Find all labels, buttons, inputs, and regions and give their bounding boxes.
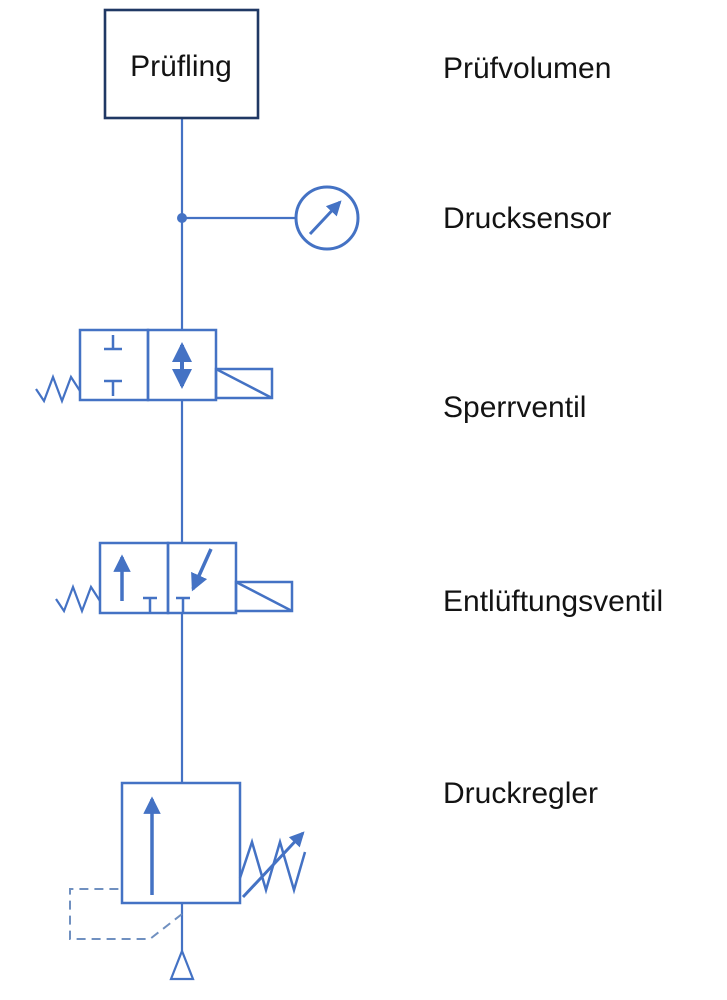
regulator-box <box>120 781 242 905</box>
blocked-port-icon <box>143 596 190 612</box>
solenoid-actuator-icon <box>214 367 274 400</box>
test-specimen-box <box>103 8 260 120</box>
spring-return-icon <box>55 583 101 615</box>
gauge-needle-icon <box>308 200 342 236</box>
pressure-regulator-symbol <box>69 781 307 981</box>
label-druckregler: Druckregler <box>443 777 598 810</box>
test-specimen-text: Prüfling <box>130 50 232 83</box>
label-sperrventil: Sperrventil <box>443 391 586 424</box>
vent-valve-symbol <box>55 541 294 615</box>
adjustment-arrow-icon <box>241 831 305 899</box>
vent-flow-arrow-icon <box>191 548 213 592</box>
solenoid-actuator-icon <box>234 580 294 613</box>
valve-position-box-vent <box>166 541 238 615</box>
shutoff-valve-symbol <box>35 328 274 405</box>
label-entlueftungsventil: Entlüftungsventil <box>443 585 663 618</box>
valve-position-box-pass <box>98 541 170 615</box>
pressure-sensor-symbol <box>177 185 360 251</box>
exhaust-triangle-icon <box>169 947 195 981</box>
spring-return-icon <box>35 373 81 405</box>
label-pruefvolumen: Prüfvolumen <box>443 52 611 85</box>
pipe-junction-dot <box>177 213 187 223</box>
label-drucksensor: Drucksensor <box>443 202 611 235</box>
test-specimen-symbol: Prüfling <box>103 8 260 120</box>
annotation-labels: Prüfvolumen Drucksensor Sperrventil Entl… <box>443 52 663 810</box>
valve-position-box-open <box>146 328 218 402</box>
blocked-port-icon <box>104 335 122 396</box>
pilot-feedback-dashed-line <box>69 888 183 940</box>
gauge-circle-icon <box>294 185 360 251</box>
